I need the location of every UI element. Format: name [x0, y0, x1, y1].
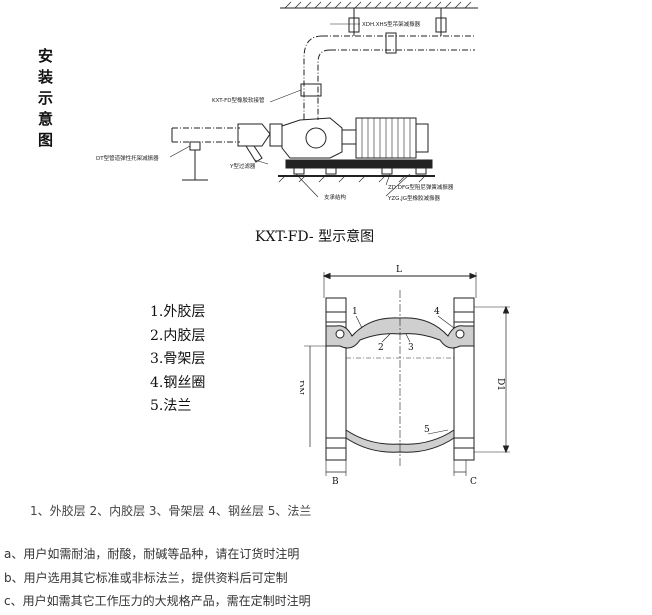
- legend-item: 4.钢丝圈: [150, 374, 206, 391]
- label-filter: Y型过滤器: [229, 162, 256, 170]
- parts-caption: 1、外胶层 2、内胶层 3、骨架层 4、钢丝层 5、法兰: [30, 504, 312, 518]
- dim-L-label: L: [396, 265, 402, 275]
- dt-support: [189, 141, 201, 151]
- part-number-2: 2: [378, 343, 384, 353]
- label-zd: ZD.DFG型阻尼弹簧减振器: [388, 183, 454, 191]
- diagram-caption-top: KXT-FD- 型示意图: [255, 229, 375, 245]
- joint-section-diagram: L DN D1 B C 1 2 3 4 5: [300, 265, 510, 487]
- label-support-struct: 支承结构: [324, 193, 347, 201]
- order-notes: a、用户如需耐油，耐酸，耐碱等品种，请在订货时注明 b、用户选用其它标准或非标法…: [4, 543, 311, 614]
- hanger-left: [348, 17, 360, 33]
- rubber-body-bottom: [345, 429, 455, 453]
- wire-ring-right: [455, 329, 465, 339]
- installation-diagram: XDH.XHS型吊架减振器 KXT-FD型橡胶软接管 DT型管道弹性托架减振器 …: [96, 1, 478, 202]
- legend-item: 5.法兰: [150, 398, 192, 414]
- label-support-left: DT型管道弹性托架减振器: [96, 154, 159, 162]
- part-number-3: 3: [408, 343, 414, 353]
- part-number-1: 1: [352, 307, 358, 317]
- note-item: b、用户选用其它标准或非标法兰，提供资料后可定制: [4, 570, 288, 585]
- side-title: 安装示意图: [38, 47, 54, 149]
- ceiling-hatch: [284, 1, 472, 9]
- wire-ring-left: [335, 329, 345, 339]
- pump-inlet-joint: [269, 123, 283, 147]
- coupling: [341, 129, 357, 145]
- y-filter: [237, 123, 271, 147]
- overhead-joint: [385, 32, 397, 54]
- overhead-pipe: [303, 35, 475, 120]
- dim-DN-label: DN: [300, 380, 304, 395]
- base-frame: [285, 159, 433, 169]
- part-number-4: 4: [434, 307, 440, 317]
- note-item: a、用户如需耐油，耐酸，耐碱等品种，请在订货时注明: [4, 547, 300, 561]
- dim-B-label: B: [332, 477, 339, 487]
- hanger-right: [435, 17, 447, 33]
- legend-item: 1.外胶层: [150, 304, 206, 320]
- dim-D1-label: D1: [495, 378, 505, 391]
- label-joint: KXT-FD型橡胶软接管: [212, 96, 265, 104]
- parts-legend: 1.外胶层 2.内胶层 3.骨架层 4.钢丝圈 5.法兰: [150, 301, 205, 419]
- left-pipe: [172, 127, 240, 143]
- label-hanger: XDH.XHS型吊架减振器: [362, 20, 421, 28]
- legend-item: 2.内胶层: [150, 327, 206, 344]
- part-number-5: 5: [424, 425, 430, 435]
- note-item: c、用户如需其它工作压力的大规格产品，需在定制时注明: [4, 594, 311, 608]
- motor-end-cap: [415, 123, 429, 153]
- pump-body: [281, 117, 343, 159]
- legend-item: 3.骨架层: [150, 351, 206, 367]
- dim-C-label: C: [470, 477, 477, 487]
- label-yzg: YZG.JG型橡胶减振器: [387, 194, 441, 202]
